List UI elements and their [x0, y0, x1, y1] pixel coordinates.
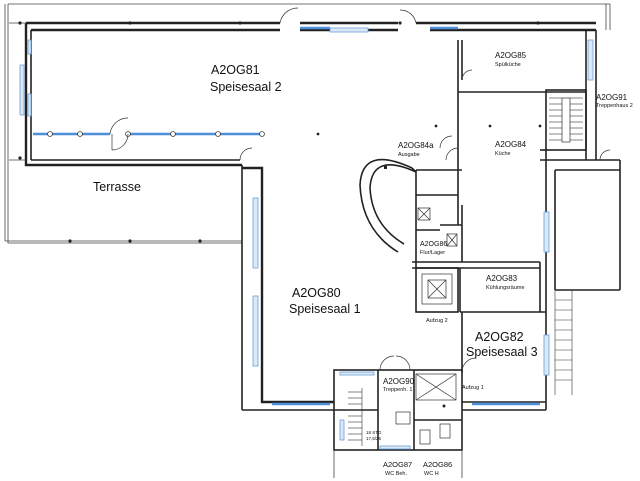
og82-name: Speisesaal 3 — [466, 345, 538, 359]
og91-code: A2OG91 — [596, 93, 628, 102]
og90-name: Treppenh. 1 — [383, 387, 412, 393]
og81-code: A2OG81 — [211, 63, 260, 77]
exterior-stair-right — [554, 290, 573, 395]
og87-code: A2OG87 — [383, 460, 412, 469]
structural-dots — [18, 21, 542, 243]
og83-name: Kühlungsräume — [486, 285, 525, 291]
og80-name: Speisesaal 1 — [289, 302, 361, 316]
terrace-label: Terrasse — [93, 180, 141, 194]
elevator2-label: Aufzug 2 — [426, 318, 448, 324]
og86-code: A2OG86 — [423, 460, 452, 469]
og84-code: A2OG84 — [495, 140, 527, 149]
og84a-name: Ausgabe — [398, 152, 420, 158]
top-windows — [19, 26, 458, 117]
stair-core-1 — [333, 355, 463, 451]
og84-name: Küche — [495, 151, 511, 157]
dining-hall-1-walls — [241, 165, 334, 411]
og82-code: A2OG82 — [475, 330, 524, 344]
kitchen-block — [412, 30, 621, 410]
og86-top-code: A2OG86 — [420, 241, 447, 248]
elevator1-label: Aufzug 1 — [462, 385, 484, 391]
hall-2-doors — [109, 7, 417, 161]
og84a-code: A2OG84a — [398, 141, 434, 150]
og81-name: Speisesaal 2 — [210, 80, 282, 94]
og87-name: WC Beh. — [385, 471, 407, 477]
building-bottom-outline — [333, 450, 463, 478]
og90-code: A2OG90 — [383, 377, 415, 386]
stair-note-ratio: 17,5/26 — [366, 436, 382, 441]
stairwell-2 — [545, 89, 587, 151]
og85-code: A2OG85 — [495, 51, 527, 60]
og91-name: Treppenhaus 2 — [596, 103, 633, 109]
og80-code: A2OG80 — [292, 286, 341, 300]
elevator-2 — [415, 267, 459, 313]
terrace-outline — [4, 3, 611, 244]
og86-top-name: Flur/Lager — [420, 250, 445, 256]
stair-note-steps: 18 STG — [366, 430, 382, 435]
og86-name: WC H — [424, 471, 439, 477]
og83-code: A2OG83 — [486, 274, 518, 283]
room-labels: A2OG81 Speisesaal 2 Terrasse A2OG85 Spül… — [93, 51, 633, 477]
dining-hall-3-walls — [461, 312, 550, 411]
interior-glass-line — [33, 131, 265, 137]
storage-room — [416, 205, 463, 262]
og85-name: Spülküche — [495, 62, 521, 68]
serving-counter — [359, 158, 417, 253]
